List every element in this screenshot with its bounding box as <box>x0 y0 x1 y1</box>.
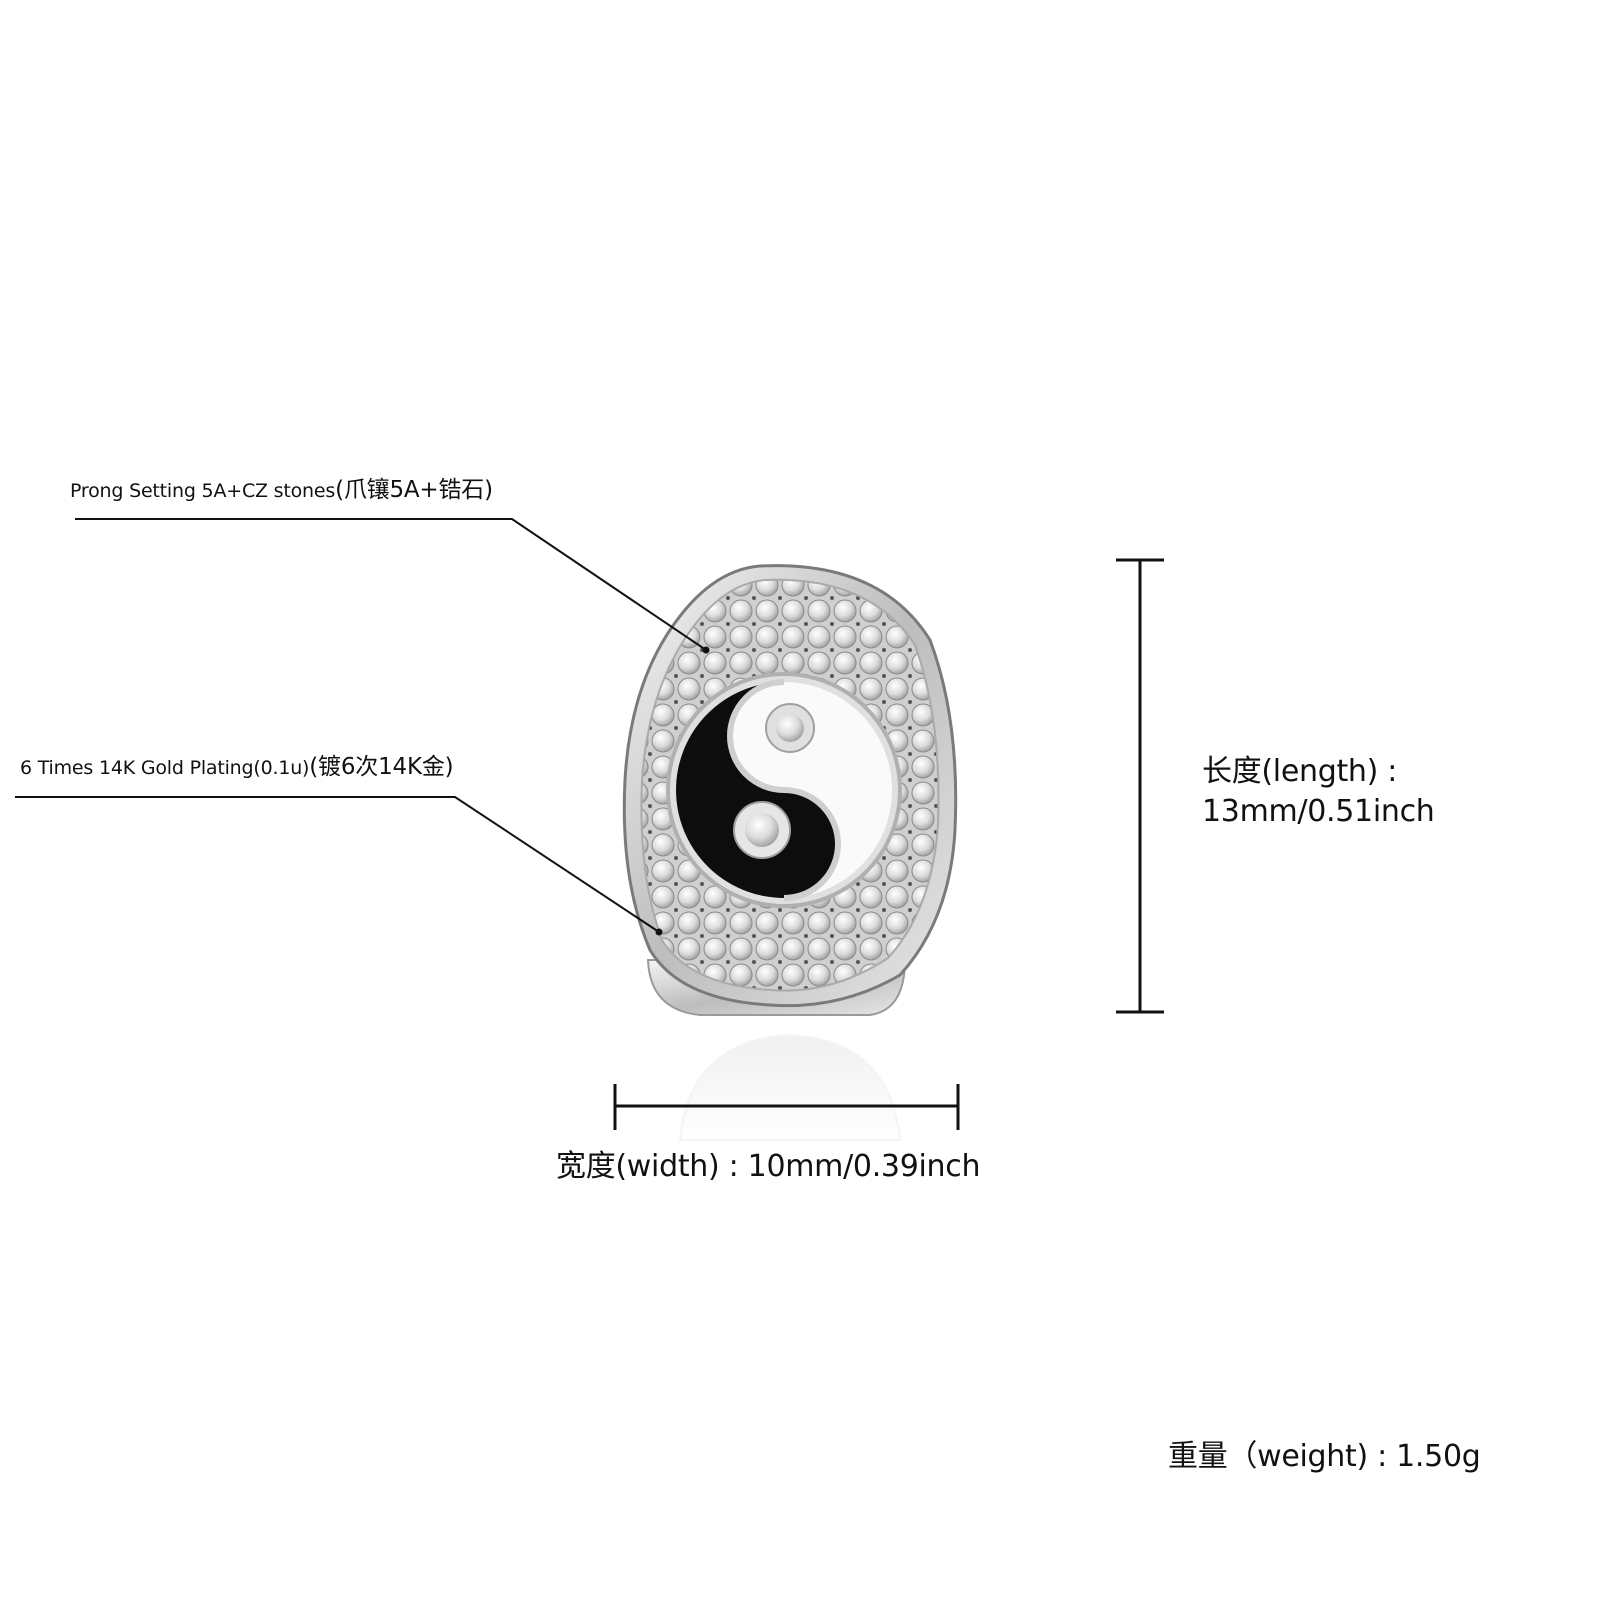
length-dimension-line <box>1116 558 1164 1014</box>
length-spec: 长度(length) : 13mm/0.51inch <box>1202 752 1435 832</box>
prong-setting-label-en: Prong Setting 5A+CZ stones <box>70 480 336 502</box>
weight-spec: 重量（weight) : 1.50g <box>1168 1439 1481 1474</box>
width-spec: 宽度(width) : 10mm/0.39inch <box>556 1149 981 1184</box>
gold-plating-label-en: 6 Times 14K Gold Plating(0.1u) <box>20 757 310 779</box>
prong-setting-label: Prong Setting 5A+CZ stones(爪镶5A+锆石) <box>70 470 493 504</box>
product-image <box>622 564 958 1016</box>
length-label: 长度(length) : <box>1202 754 1398 789</box>
prong-setting-leader-line <box>75 518 710 654</box>
product-reflection <box>678 1033 902 1141</box>
gold-plating-leader-line <box>15 796 663 936</box>
gold-plating-label-cn: (镀6次14K金) <box>309 754 454 780</box>
prong-setting-label-cn: (爪镶5A+锆石) <box>335 477 493 503</box>
length-value: 13mm/0.51inch <box>1202 794 1435 829</box>
gold-plating-label: 6 Times 14K Gold Plating(0.1u)(镀6次14K金) <box>20 747 454 781</box>
width-dimension-line <box>613 1084 960 1130</box>
